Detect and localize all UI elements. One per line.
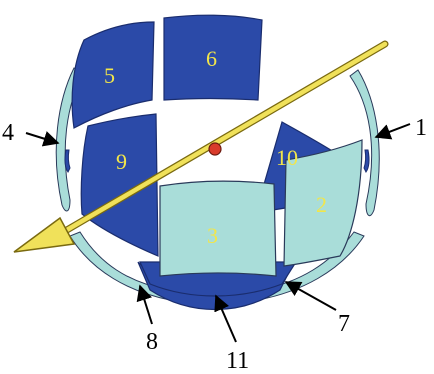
axis-rod-fill: [57, 41, 388, 237]
label-9: 9: [116, 149, 127, 174]
panel-5: [71, 21, 155, 129]
panel-6: [163, 14, 263, 101]
pivot-point: [208, 142, 222, 156]
callout-label-11: 11: [226, 348, 249, 374]
callout-label-1: 1: [415, 115, 427, 141]
rim-left-inner: [64, 149, 71, 173]
callout-arrow-8: [136, 284, 153, 325]
panel-9: [80, 113, 159, 257]
panel-2: [283, 139, 363, 267]
callout-label-4: 4: [2, 120, 14, 146]
label-6: 6: [206, 46, 217, 71]
rim-right-panel: [349, 69, 380, 217]
callout-label-8: 8: [146, 329, 158, 355]
axis-arrowhead: [13, 216, 76, 253]
label-5: 5: [104, 63, 115, 88]
rim-right-inner: [363, 149, 370, 173]
callout-arrow-7: [284, 281, 337, 311]
callout-arrow-1: [374, 123, 411, 140]
rim-left-panel: [55, 67, 85, 212]
callout-arrow-4: [25, 131, 60, 147]
label-2: 2: [316, 192, 327, 217]
label-10: 10: [276, 145, 298, 170]
label-3: 3: [207, 223, 218, 248]
callout-label-7: 7: [338, 311, 350, 337]
callout-arrow-11: [214, 294, 237, 343]
panel-3: [159, 180, 277, 277]
